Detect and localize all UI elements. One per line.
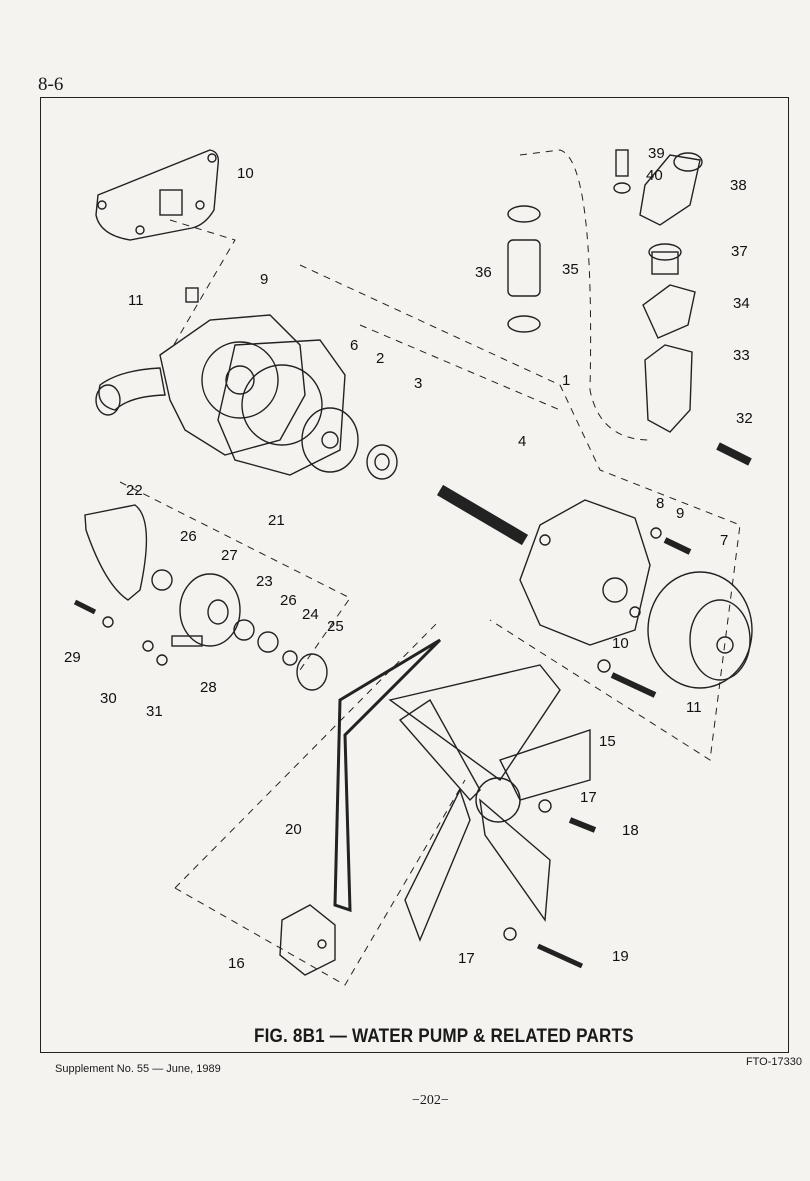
part-17b-washer — [503, 927, 517, 941]
callout-8: 9 — [260, 271, 268, 288]
part-20-belt — [333, 638, 442, 913]
part-26b-ring — [257, 631, 279, 653]
part-7-pulley — [647, 571, 753, 689]
callout-7: 7 — [720, 532, 728, 549]
callout-1: 1 — [562, 372, 570, 389]
figure-frame — [40, 97, 789, 1053]
callout-26b: 26 — [280, 592, 297, 609]
part-1-pump-body — [519, 499, 651, 646]
part-39-bolt — [615, 149, 629, 177]
figure-caption: FIG. 8B1 — WATER PUMP & RELATED PARTS — [254, 1026, 634, 1047]
part-11-bolt — [663, 537, 692, 555]
part-28-key — [171, 635, 203, 647]
part-13-bolt — [610, 672, 657, 698]
callout-36: 34 — [733, 295, 750, 312]
part-16-spacer — [279, 904, 336, 976]
callout-23: 23 — [256, 573, 273, 590]
part-35-housing — [644, 344, 693, 433]
callout-9: 10 — [237, 165, 254, 182]
callout-13: 11 — [686, 699, 702, 716]
callout-37: 37 — [731, 243, 748, 260]
part-34-bolt — [716, 442, 752, 466]
part-8-housing — [95, 314, 306, 456]
part-4-shaft — [436, 484, 529, 546]
callout-15: 15 — [599, 733, 616, 750]
callout-29: 29 — [64, 649, 81, 666]
callout-22: 22 — [126, 482, 143, 499]
callout-34: 32 — [736, 410, 753, 427]
part-15-fan — [388, 664, 591, 942]
callout-18: 18 — [622, 822, 639, 839]
part-14-plug — [185, 287, 199, 303]
callout-20: 20 — [285, 821, 302, 838]
callout-16: 16 — [228, 955, 245, 972]
callout-24: 24 — [302, 606, 319, 623]
page-footer: −202− — [412, 1093, 449, 1108]
part-23-bearing — [233, 619, 255, 641]
part-19-bolt — [536, 943, 584, 969]
callout-39: 39 — [648, 145, 665, 162]
part-33-hose — [507, 205, 541, 333]
part-18-bolt — [568, 817, 597, 833]
part-9-gasket — [95, 149, 220, 241]
part-36-gasket — [642, 284, 696, 339]
callout-26: 26 — [180, 528, 197, 545]
part-12-washer — [597, 659, 611, 673]
callout-12: 10 — [612, 635, 629, 652]
callout-30: 30 — [100, 690, 117, 707]
callout-31: 31 — [146, 703, 163, 720]
part-38-outlet — [639, 152, 703, 226]
callout-38: 38 — [730, 177, 747, 194]
part-26-ring — [151, 569, 173, 591]
callout-11: 9 — [676, 505, 684, 522]
callout-28: 28 — [200, 679, 217, 696]
callout-27: 27 — [221, 547, 238, 564]
callout-10: 8 — [656, 495, 664, 512]
part-10-washer — [650, 527, 662, 539]
part-29-bolt — [73, 599, 97, 615]
supplement-note: Supplement No. 55 — June, 1989 — [55, 1063, 221, 1075]
part-6-gasket — [217, 339, 346, 476]
callout-17b: 17 — [458, 950, 475, 967]
drawing-number: FTO-17330 — [745, 1056, 802, 1068]
part-27-idler — [179, 573, 241, 647]
part-2-plate — [301, 407, 359, 473]
callout-35: 33 — [733, 347, 750, 364]
part-3-seal — [366, 444, 398, 480]
callout-19: 19 — [612, 948, 629, 965]
section-page-number: 8-6 — [38, 74, 64, 95]
part-37-thermostat — [648, 243, 682, 275]
callout-14: 11 — [128, 292, 144, 309]
part-22-bracket — [84, 504, 148, 601]
callout-4: 4 — [518, 433, 526, 450]
callout-21: 21 — [268, 512, 285, 529]
callout-40: 40 — [646, 167, 663, 184]
part-24-washer — [282, 650, 298, 666]
callout-33: 36 — [475, 264, 492, 281]
callout-6: 6 — [350, 337, 358, 354]
callout-32: 35 — [562, 261, 579, 278]
callout-17: 17 — [580, 789, 597, 806]
callout-25: 25 — [327, 618, 344, 635]
part-40-washer — [613, 182, 631, 194]
part-25-cap — [296, 653, 328, 691]
part-17-washer — [538, 799, 552, 813]
callout-2: 2 — [376, 350, 384, 367]
callout-3: 3 — [414, 375, 422, 392]
